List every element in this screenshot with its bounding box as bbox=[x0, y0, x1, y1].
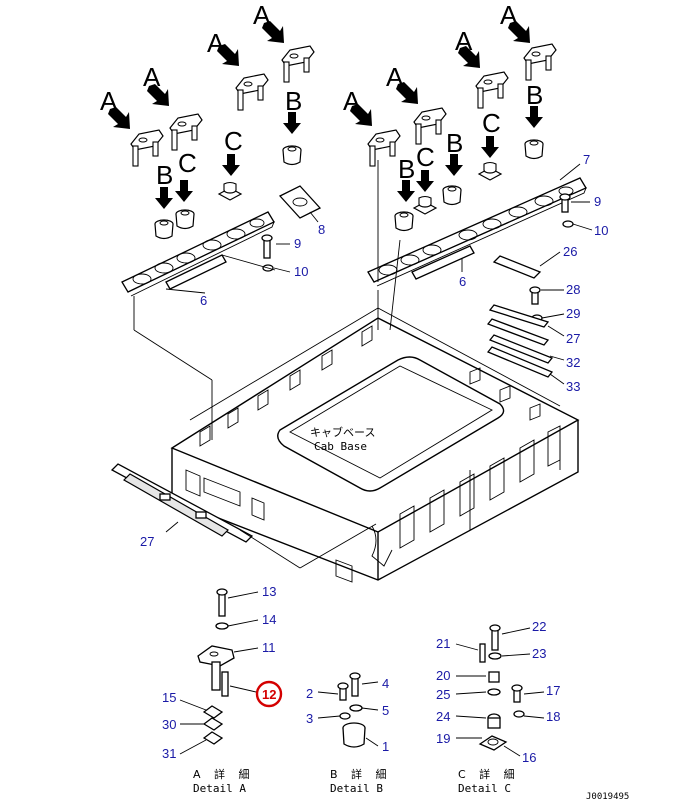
callout-26[interactable]: 26 bbox=[563, 244, 577, 259]
callout-13[interactable]: 13 bbox=[262, 584, 276, 599]
lower-left-rail bbox=[110, 463, 377, 569]
callout-numbers: 7 8 9 10 9 10 6 6 26 28 29 27 32 33 27 1… bbox=[140, 152, 608, 765]
cab-base-frame: キャブベース Cab Base bbox=[170, 239, 580, 583]
view-letter-c: C bbox=[482, 108, 501, 138]
detail-a-caption-jp: A 詳 細 bbox=[193, 767, 255, 781]
callout-28[interactable]: 28 bbox=[566, 282, 580, 297]
view-letter-c: C bbox=[416, 142, 435, 172]
callout-10[interactable]: 10 bbox=[294, 264, 308, 279]
view-letter-a: A bbox=[455, 26, 473, 56]
detail-c-caption-en: Detail C bbox=[458, 782, 511, 795]
callout-6[interactable]: 6 bbox=[200, 293, 207, 308]
view-letter-b: B bbox=[398, 154, 415, 184]
callout-24[interactable]: 24 bbox=[436, 709, 450, 724]
highlighted-callout-ring bbox=[255, 680, 283, 708]
right-plate-assembly: A A A A B C B C B bbox=[343, 0, 593, 330]
cab-base-label-en: Cab Base bbox=[314, 440, 367, 453]
callout-16[interactable]: 16 bbox=[522, 750, 536, 765]
callout-29[interactable]: 29 bbox=[566, 306, 580, 321]
callout-33[interactable]: 33 bbox=[566, 379, 580, 394]
callout-6[interactable]: 6 bbox=[459, 274, 466, 289]
view-letter-c: C bbox=[224, 126, 243, 156]
view-letter-c: C bbox=[178, 148, 197, 178]
view-letter-a: A bbox=[207, 28, 225, 58]
view-letter-a: A bbox=[100, 86, 118, 116]
callout-21[interactable]: 21 bbox=[436, 636, 450, 651]
callout-1[interactable]: 1 bbox=[382, 739, 389, 754]
view-letter-a: A bbox=[143, 62, 161, 92]
callout-18[interactable]: 18 bbox=[546, 709, 560, 724]
callout-11[interactable]: 11 bbox=[262, 640, 276, 655]
cab-base-label-jp: キャブベース bbox=[310, 425, 375, 439]
callout-19[interactable]: 19 bbox=[436, 731, 450, 746]
callout-5[interactable]: 5 bbox=[382, 703, 389, 718]
callout-9[interactable]: 9 bbox=[594, 194, 601, 209]
detail-a: 12 bbox=[179, 588, 283, 755]
callout-27[interactable]: 27 bbox=[566, 331, 580, 346]
callout-14[interactable]: 14 bbox=[262, 612, 276, 627]
callout-32[interactable]: 32 bbox=[566, 355, 580, 370]
callout-7[interactable]: 7 bbox=[583, 152, 590, 167]
detail-b bbox=[317, 672, 379, 748]
callout-20[interactable]: 20 bbox=[436, 668, 450, 683]
callout-23[interactable]: 23 bbox=[532, 646, 546, 661]
detail-a-caption-en: Detail A bbox=[193, 782, 246, 795]
drawing-code: J0019495 bbox=[586, 792, 629, 802]
detail-captions: A 詳 細 Detail A B 詳 細 Detail B C 詳 細 Deta… bbox=[193, 767, 629, 802]
view-letter-b: B bbox=[156, 160, 173, 190]
view-letter-a: A bbox=[500, 0, 518, 30]
side-rails bbox=[486, 251, 565, 385]
view-letter-b: B bbox=[285, 86, 302, 116]
callout-31[interactable]: 31 bbox=[162, 746, 176, 761]
view-letter-b: B bbox=[526, 80, 543, 110]
view-letter-a: A bbox=[343, 86, 361, 116]
left-plate-assembly: A A A A B C B C bbox=[100, 0, 322, 420]
highlighted-callout[interactable]: 12 bbox=[262, 687, 276, 702]
view-letter-a: A bbox=[253, 0, 271, 30]
callout-10[interactable]: 10 bbox=[594, 223, 608, 238]
callout-4[interactable]: 4 bbox=[382, 676, 389, 691]
callout-27[interactable]: 27 bbox=[140, 534, 154, 549]
detail-b-caption-jp: B 詳 細 bbox=[330, 767, 392, 781]
detail-b-caption-en: Detail B bbox=[330, 782, 383, 795]
callout-8[interactable]: 8 bbox=[318, 222, 325, 237]
callout-22[interactable]: 22 bbox=[532, 619, 546, 634]
view-letter-a: A bbox=[386, 62, 404, 92]
callout-9[interactable]: 9 bbox=[294, 236, 301, 251]
callout-2[interactable]: 2 bbox=[306, 686, 313, 701]
callout-3[interactable]: 3 bbox=[306, 711, 313, 726]
callout-30[interactable]: 30 bbox=[162, 717, 176, 732]
detail-c-caption-jp: C 詳 細 bbox=[458, 767, 520, 781]
callout-25[interactable]: 25 bbox=[436, 687, 450, 702]
detail-c bbox=[455, 624, 545, 757]
callout-17[interactable]: 17 bbox=[546, 683, 560, 698]
callout-15[interactable]: 15 bbox=[162, 690, 176, 705]
view-letter-b: B bbox=[446, 128, 463, 158]
